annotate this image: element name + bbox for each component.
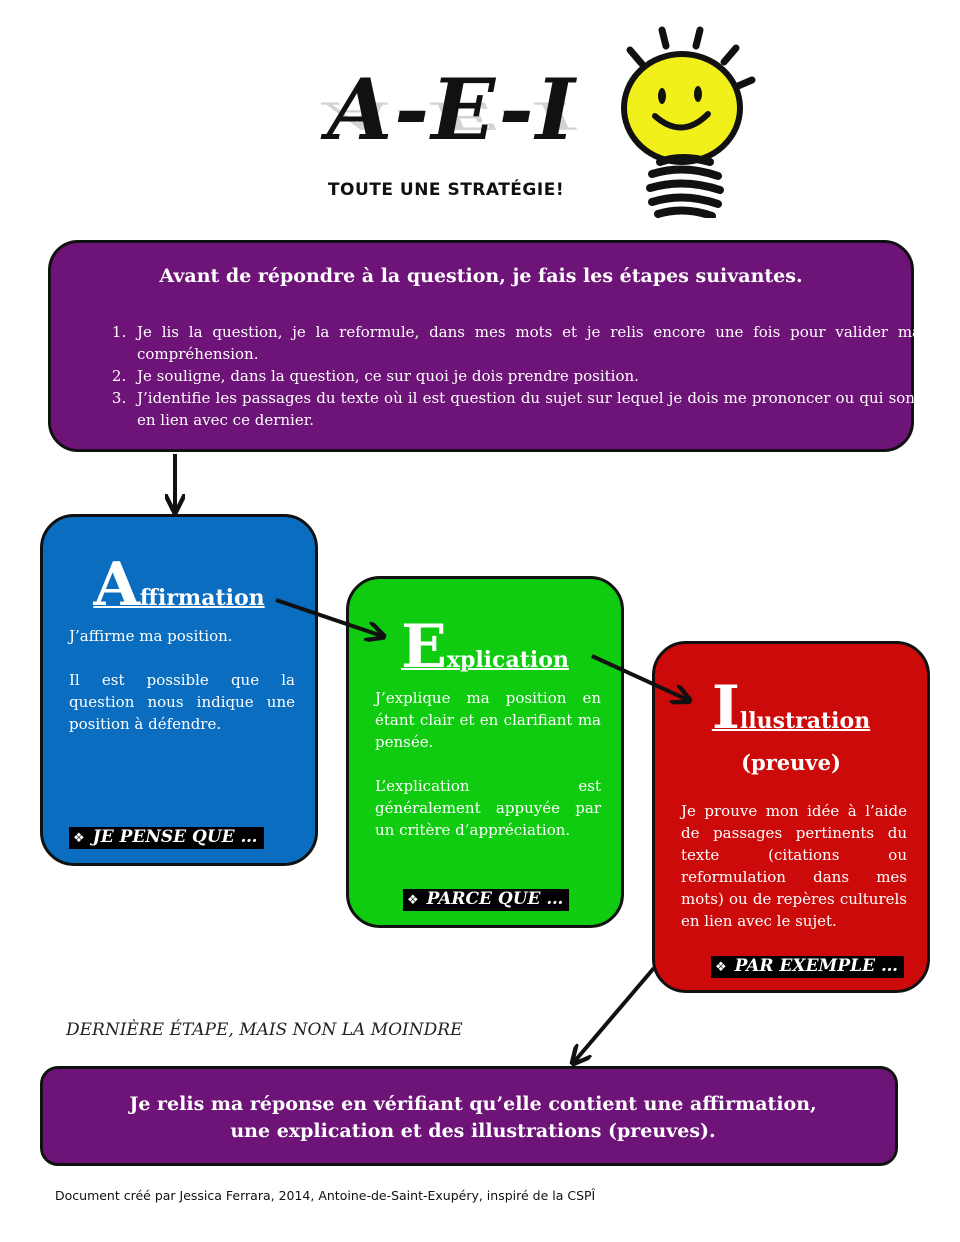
explication-card: Explication J’explique ma position en ét… [346, 576, 624, 928]
page-title: A-E-I [327, 60, 577, 159]
affirmation-tag: ❖JE PENSE QUE … [69, 827, 264, 849]
title-block: A-E-I A-E-I [300, 60, 600, 210]
page-title-reflection: A-E-I [327, 93, 577, 138]
intro-step: J’identifie les passages du texte où il … [131, 387, 921, 431]
explication-text: J’explique ma position en étant clair et… [375, 689, 601, 839]
final-step-label: DERNIÈRE ÉTAPE, MAIS NON LA MOINDRE [66, 1020, 463, 1040]
illustration-subheading: (preuve) [741, 750, 841, 775]
illustration-text: Je prouve mon idée à l’aide de passages … [681, 802, 907, 930]
final-box: Je relis ma réponse en vérifiant qu’elle… [40, 1066, 898, 1166]
explication-heading: Explication [401, 612, 569, 682]
illustration-card: Illustration (preuve) Je prouve mon idée… [652, 641, 930, 993]
diamond-bullet-icon: ❖ [715, 960, 727, 975]
diamond-bullet-icon: ❖ [407, 893, 419, 908]
affirmation-text: J’affirme ma position. Il est possible q… [69, 627, 295, 733]
intro-step: Je souligne, dans la question, ce sur qu… [131, 365, 921, 387]
intro-step: Je lis la question, je la reformule, dan… [131, 321, 921, 365]
explication-tag: ❖PARCE QUE … [403, 889, 570, 911]
illustration-tag: ❖PAR EXEMPLE … [711, 956, 904, 978]
arrow-illustration-to-final [574, 966, 656, 1062]
footer-credit: Document créé par Jessica Ferrara, 2014,… [55, 1188, 596, 1203]
affirmation-heading: Affirmation [93, 550, 265, 620]
final-text: Je relis ma réponse en vérifiant qu’elle… [129, 1093, 817, 1142]
affirmation-card: Affirmation J’affirme ma position. Il es… [40, 514, 318, 866]
intro-box: Avant de répondre à la question, je fais… [48, 240, 921, 452]
lightbulb-icon [621, 26, 756, 218]
illustration-heading: Illustration [711, 673, 871, 743]
intro-steps-list: Je lis la question, je la reformule, dan… [101, 321, 921, 431]
intro-heading: Avant de répondre à la question, je fais… [159, 265, 803, 287]
diamond-bullet-icon: ❖ [73, 831, 85, 846]
page-subtitle: TOUTE UNE STRATÉGIE! [327, 180, 565, 200]
